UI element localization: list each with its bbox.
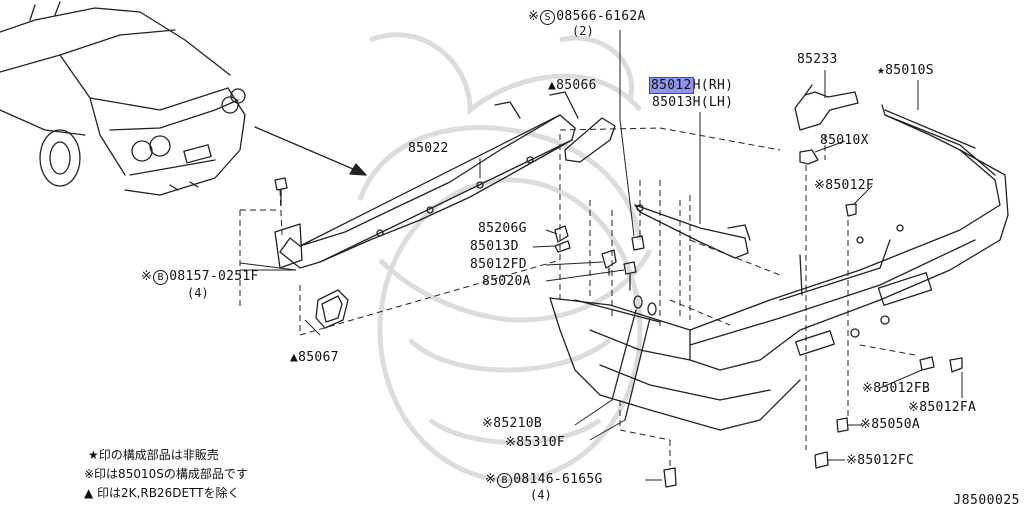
- part-number: 08157-0251F: [169, 269, 259, 284]
- pad-85067: [315, 289, 349, 329]
- direction-arrow: [254, 126, 367, 176]
- part-quantity-08146: (4): [530, 488, 552, 502]
- part-quantity-08566: (2): [572, 24, 594, 38]
- vehicle-illustration: [0, 1, 246, 196]
- grommet-85010x: [799, 149, 819, 165]
- fasteners: [274, 177, 963, 488]
- part-quantity-08157: (4): [187, 286, 209, 300]
- part-label-85010s[interactable]: ★85010S: [877, 63, 934, 78]
- part-label-85233[interactable]: 85233: [797, 52, 838, 67]
- part-label-85013d[interactable]: 85013D: [470, 239, 519, 254]
- highlighted-part-number: 85012: [649, 77, 694, 94]
- s-circle-icon: S: [540, 10, 556, 25]
- reinforcement-bar-85022: [274, 91, 579, 269]
- part-label-85013h-lh[interactable]: 85013H(LH): [652, 95, 734, 110]
- part-number: 08566-6162A: [556, 9, 646, 24]
- figure-code: J8500025: [953, 493, 1020, 508]
- part-label-85050a[interactable]: ※85050A: [860, 417, 920, 432]
- b-circle-icon: B: [497, 473, 513, 488]
- part-label-85012f[interactable]: ※85012F: [814, 178, 874, 193]
- note-marker: ※: [528, 9, 540, 24]
- b-circle-icon: B: [153, 270, 169, 285]
- part-label-85012h-rh[interactable]: 85012H(RH): [649, 77, 734, 94]
- part-label-85012fd[interactable]: 85012FD: [470, 257, 527, 272]
- part-label-85012fb[interactable]: ※85012FB: [862, 381, 931, 396]
- guide-lines: [239, 127, 916, 468]
- leader-lines: [239, 30, 963, 481]
- part-label-85022[interactable]: 85022: [408, 141, 449, 156]
- note-marker: ※: [485, 472, 497, 487]
- bumper-fascia-85010s: [549, 104, 1009, 431]
- part-label-85206g[interactable]: 85206G: [478, 221, 527, 236]
- legend-note-exclusion: ▲ 印は2K,RB26DETTを除く: [84, 486, 240, 500]
- part-label-85010x[interactable]: 85010X: [820, 133, 869, 148]
- bracket-85012h: [634, 204, 751, 259]
- part-label-85067[interactable]: ▲85067: [290, 350, 339, 365]
- part-label-85066[interactable]: ▲85066: [548, 78, 597, 93]
- pad-85066: [564, 117, 616, 163]
- legend-note-component: ※印は85010Sの構成部品です: [84, 467, 248, 481]
- part-label-85012fc[interactable]: ※85012FC: [846, 453, 915, 468]
- part-label-85310f[interactable]: ※85310F: [505, 435, 565, 450]
- part-number: 08146-6165G: [513, 472, 603, 487]
- legend-note-non-sale: ★印の構成部品は非販売: [88, 448, 219, 462]
- note-marker: ※: [141, 269, 153, 284]
- part-label-85020a[interactable]: 85020A: [482, 274, 531, 289]
- part-label-85210b[interactable]: ※85210B: [482, 416, 542, 431]
- part-suffix: H(RH): [692, 78, 734, 93]
- clip-85233: [794, 84, 859, 131]
- part-label-85012fa[interactable]: ※85012FA: [908, 400, 977, 415]
